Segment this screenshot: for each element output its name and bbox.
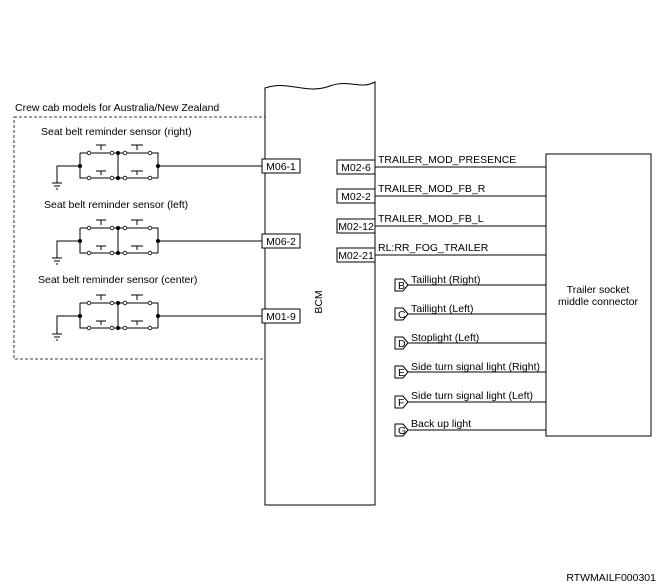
svg-text:M02-21: M02-21 <box>338 250 374 262</box>
figure-code: RTWMAILF000301 <box>566 572 656 584</box>
trailer-wire-taillight-left: C Taillight (Left) <box>394 303 546 321</box>
trailer-socket-box <box>545 153 652 437</box>
connector-tag: M01-9 <box>261 308 301 324</box>
svg-text:Taillight (Left): Taillight (Left) <box>411 303 473 315</box>
bcm-output-presence: M02-6 TRAILER_MOD_PRESENCE <box>336 154 546 175</box>
svg-text:M01-9: M01-9 <box>266 311 296 323</box>
svg-text:M02-12: M02-12 <box>338 221 374 233</box>
trailer-wire-back-up: G Back up light <box>394 418 546 437</box>
svg-text:TRAILER_MOD_PRESENCE: TRAILER_MOD_PRESENCE <box>378 154 516 166</box>
sensor-center: Seat belt reminder sensor (center) M01-9 <box>38 274 301 341</box>
svg-text:G: G <box>398 425 406 437</box>
svg-text:TRAILER_MOD_FB_R: TRAILER_MOD_FB_R <box>378 183 486 195</box>
trailer-wire-side-turn-right: E Side turn signal light (Right) <box>394 361 546 379</box>
sensor-right: Seat belt reminder sensor (right) M06-1 <box>41 126 301 190</box>
region-label: Crew cab models for Australia/New Zealan… <box>15 102 219 114</box>
connector-tag: M06-2 <box>261 233 301 249</box>
svg-text:Stoplight (Left): Stoplight (Left) <box>411 332 479 344</box>
bcm-output-fb-r: M02-2 TRAILER_MOD_FB_R <box>336 183 546 204</box>
svg-text:M06-1: M06-1 <box>266 161 296 173</box>
sensor-label: Seat belt reminder sensor (right) <box>41 126 192 138</box>
svg-text:Taillight (Right): Taillight (Right) <box>411 274 480 286</box>
svg-text:D: D <box>398 338 406 350</box>
svg-text:Back up light: Back up light <box>411 418 471 430</box>
trailer-wire-stoplight-left: D Stoplight (Left) <box>394 332 546 350</box>
bcm-output-fog: M02-21 RL:RR_FOG_TRAILER <box>336 242 546 263</box>
svg-text:Side turn signal light (Left): Side turn signal light (Left) <box>411 390 533 402</box>
bcm-label: BCM <box>313 290 325 313</box>
trailer-wire-side-turn-left: F Side turn signal light (Left) <box>394 390 546 409</box>
bcm-box <box>264 81 376 506</box>
sensor-label: Seat belt reminder sensor (left) <box>44 199 188 211</box>
sensor-left: Seat belt reminder sensor (left) M06-2 <box>44 199 301 265</box>
bcm-output-fb-l: M02-12 TRAILER_MOD_FB_L <box>336 213 546 234</box>
svg-text:F: F <box>398 397 404 409</box>
socket-label-1: Trailer socket <box>567 284 630 296</box>
sensor-label: Seat belt reminder sensor (center) <box>38 274 197 286</box>
svg-text:E: E <box>398 367 405 379</box>
svg-text:C: C <box>398 309 406 321</box>
svg-text:RL:RR_FOG_TRAILER: RL:RR_FOG_TRAILER <box>378 242 489 254</box>
connector-tag: M06-1 <box>261 158 301 174</box>
svg-text:M06-2: M06-2 <box>266 236 296 248</box>
trailer-wire-taillight-right: B Taillight (Right) <box>394 274 546 292</box>
svg-text:B: B <box>398 280 405 292</box>
socket-label-2: middle connector <box>558 296 638 308</box>
svg-text:M02-6: M02-6 <box>341 162 371 174</box>
svg-text:TRAILER_MOD_FB_L: TRAILER_MOD_FB_L <box>378 213 484 225</box>
svg-text:Side turn signal light (Right): Side turn signal light (Right) <box>411 361 540 373</box>
svg-text:M02-2: M02-2 <box>341 191 371 203</box>
